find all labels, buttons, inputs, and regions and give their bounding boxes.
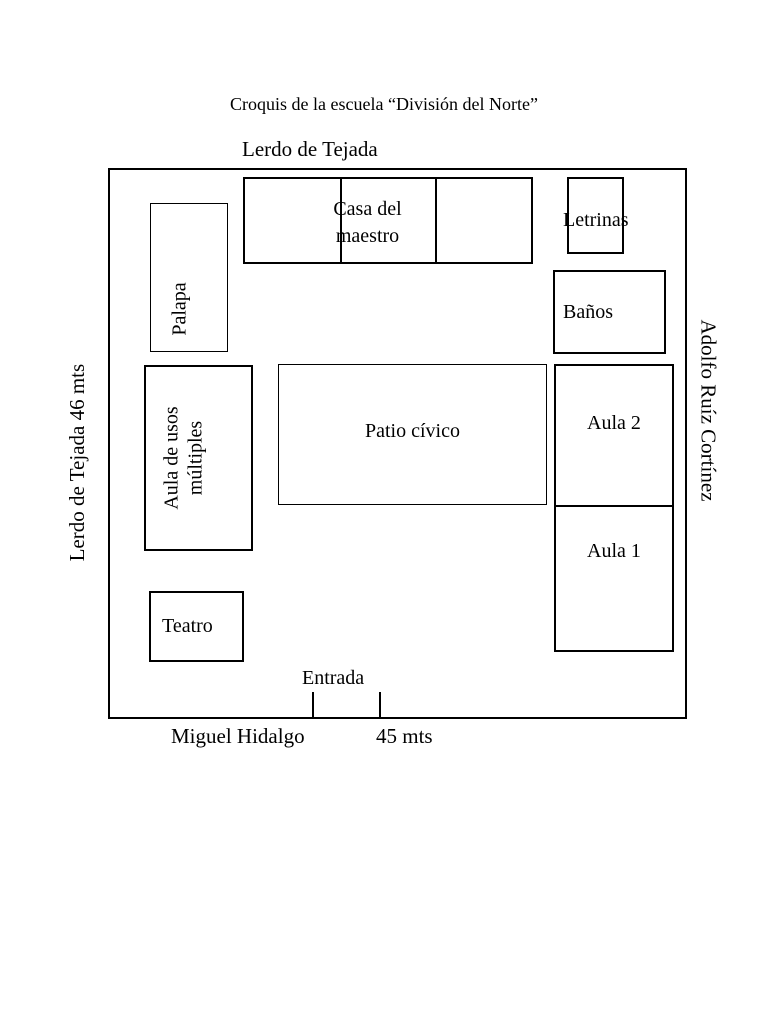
aula-usos-multiples-label: Aula de usos múltiples bbox=[161, 406, 208, 510]
palapa-label: Palapa bbox=[169, 282, 191, 336]
bottom-measure-label: 45 mts bbox=[376, 724, 433, 748]
aula-2: Aula 2 bbox=[554, 364, 674, 507]
teatro-label: Teatro bbox=[162, 615, 213, 637]
street-right-label: Adolfo Ruíz Cortínez bbox=[696, 319, 721, 501]
patio-civico: Patio cívico bbox=[278, 364, 547, 505]
banos: Baños bbox=[553, 270, 666, 354]
street-bottom-label: Miguel Hidalgo bbox=[171, 724, 305, 748]
aula-1-label: Aula 1 bbox=[587, 540, 641, 562]
casa-divider-2 bbox=[435, 177, 437, 264]
casa-divider-1 bbox=[340, 177, 342, 264]
aula-2-label: Aula 2 bbox=[587, 412, 641, 434]
letrinas-label: Letrinas bbox=[563, 209, 629, 231]
letrinas bbox=[567, 177, 624, 254]
patio-civico-label: Patio cívico bbox=[365, 420, 460, 442]
casa-del-maestro-label: Casa del maestro bbox=[333, 198, 402, 247]
street-top-label: Lerdo de Tejada bbox=[242, 137, 378, 161]
school-boundary bbox=[108, 168, 687, 719]
aula-usos-multiples bbox=[144, 365, 253, 551]
casa-del-maestro bbox=[243, 177, 533, 264]
banos-label: Baños bbox=[563, 301, 613, 323]
entrada-post-right bbox=[379, 692, 381, 718]
aula-1: Aula 1 bbox=[554, 505, 674, 652]
entrada-post-left bbox=[312, 692, 314, 718]
teatro: Teatro bbox=[149, 591, 244, 662]
diagram-title: Croquis de la escuela “División del Nort… bbox=[230, 94, 538, 114]
entrada-label: Entrada bbox=[302, 667, 365, 689]
palapa bbox=[150, 203, 228, 352]
street-left-label: Lerdo de Tejada 46 mts bbox=[65, 364, 90, 562]
